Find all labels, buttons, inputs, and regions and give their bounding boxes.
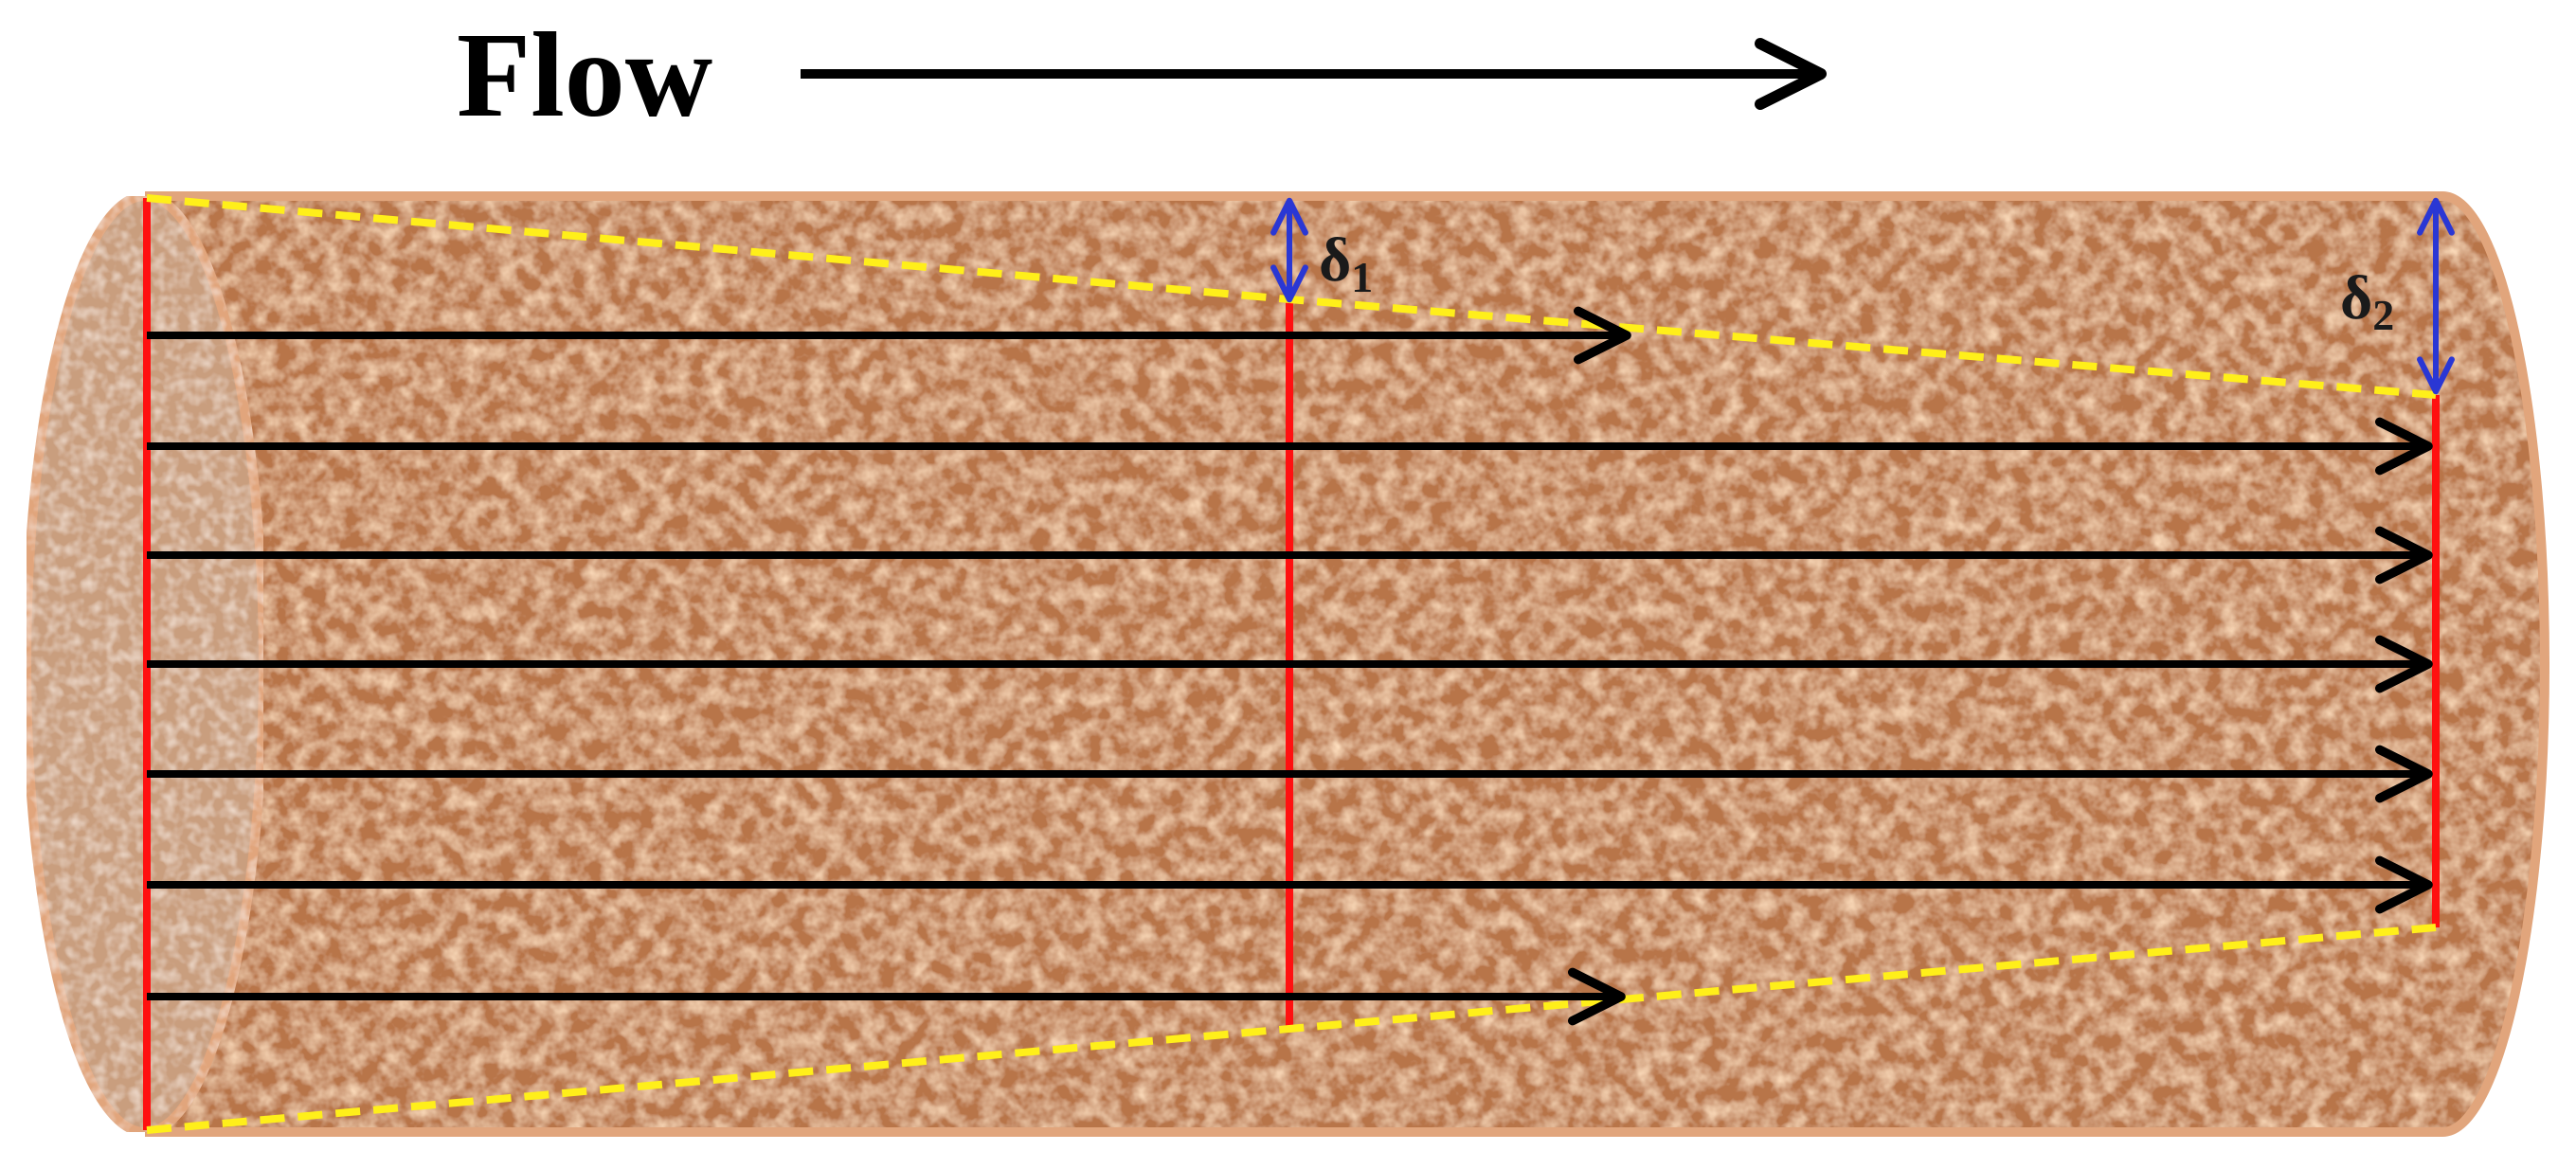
delta1-symbol: δ	[1319, 225, 1351, 295]
delta2-symbol: δ	[2340, 263, 2372, 333]
streamlines	[147, 306, 2433, 1026]
delta2-subscript: 2	[2372, 291, 2394, 339]
delta1-label: δ1	[1319, 225, 1373, 301]
core-outline	[145, 191, 2549, 1137]
lower-boundary-line	[146, 924, 2437, 1134]
delta1-subscript: 1	[1351, 253, 1373, 301]
delta2-label: δ2	[2340, 263, 2394, 339]
flow-title: Flow	[457, 8, 712, 142]
